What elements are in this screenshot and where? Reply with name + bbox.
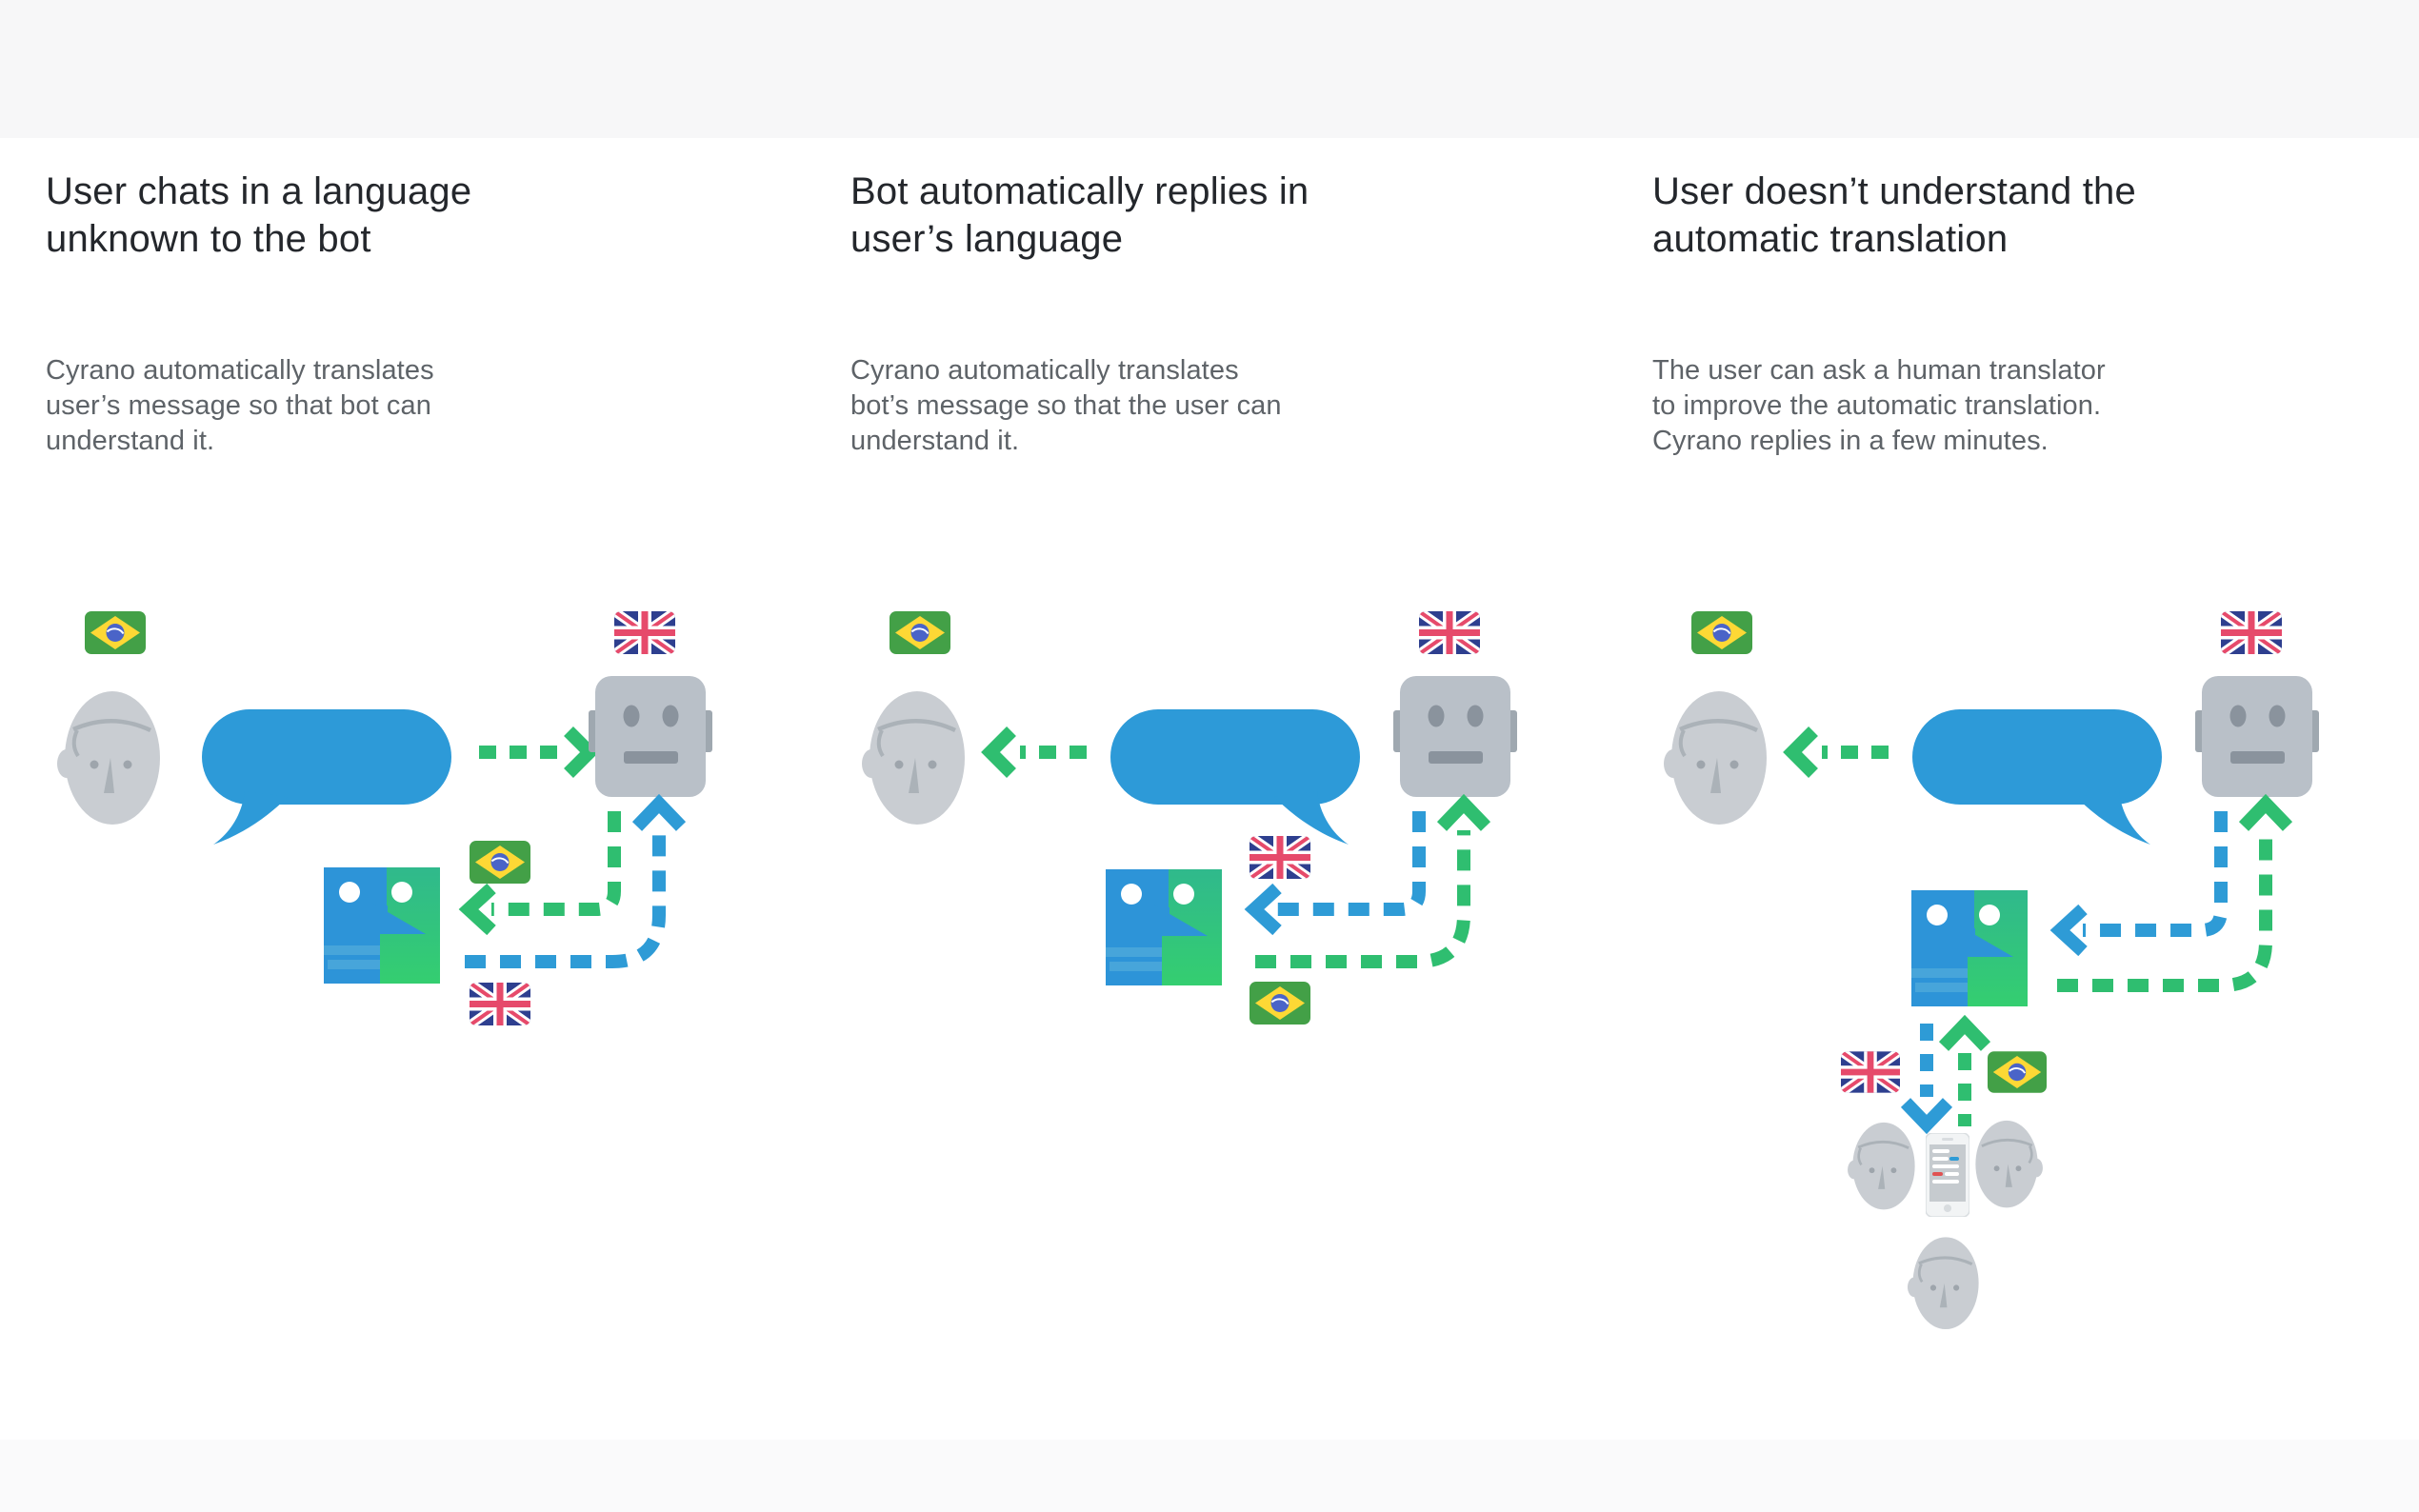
user-head-icon (862, 691, 965, 825)
green-arrow-up-head (2238, 793, 2293, 831)
brazil-flag-icon (1691, 611, 1752, 654)
brazil-flag-icon (85, 611, 146, 654)
column-bot-replies: Bot automatically replies in user’s lang… (850, 0, 1517, 1025)
green-arrow-left-head (1783, 726, 1818, 778)
column-heading: Bot automatically replies in user’s lang… (850, 170, 1309, 260)
green-path-to-bot (2057, 830, 2272, 992)
diagram-bot-to-user (850, 611, 1517, 1025)
column-body: Cyrano automatically translates user’s m… (46, 355, 434, 456)
chat-bubble-icon (202, 709, 451, 845)
cyrano-logo-icon (1106, 869, 1222, 985)
robot-icon (589, 676, 712, 797)
blue-arrow-left-head (1244, 883, 1282, 936)
brazil-flag-icon (890, 611, 950, 654)
blue-path-to-bot (465, 830, 666, 968)
uk-flag-icon (614, 611, 675, 654)
column-heading: User chats in a language unknown to the … (46, 170, 472, 260)
blue-arrow-up-head (631, 793, 687, 831)
blue-arrow-down-head (1900, 1098, 1953, 1135)
green-arrow-left-head (458, 883, 496, 936)
column-body: Cyrano automatically translates bot’s me… (850, 355, 1282, 456)
diagram-user-to-bot (46, 611, 712, 1038)
green-arrow-up-head (1938, 1014, 1991, 1051)
blue-path-to-cyrano (2083, 811, 2228, 937)
blue-arrow-left-head (2049, 904, 2088, 957)
chat-bubble-icon (1912, 709, 2162, 845)
cyrano-logo-icon (324, 867, 440, 984)
green-arrow-right-head (564, 726, 599, 778)
green-arrow-left-head (981, 726, 1016, 778)
green-arrow-up-head (1436, 793, 1491, 831)
chat-bubble-icon (1110, 709, 1360, 845)
uk-flag-icon (2221, 611, 2282, 654)
column-user-chats: User chats in a language unknown to the … (46, 0, 712, 459)
translator-head-icon (1974, 1119, 2043, 1209)
phone-icon (1926, 1133, 1969, 1217)
cyrano-logo-icon (1911, 890, 2028, 1006)
green-path-to-cyrano (491, 811, 621, 916)
translator-head-icon (1908, 1235, 1980, 1331)
robot-icon (1393, 676, 1517, 797)
brazil-flag-icon (470, 841, 530, 884)
bottom-band (0, 1440, 2419, 1512)
brazil-flag-icon (1988, 1051, 2047, 1093)
column-heading: User doesn’t understand the automatic tr… (1652, 170, 2136, 260)
top-band (0, 0, 2419, 138)
brazil-flag-icon (1249, 982, 1310, 1025)
user-head-icon (1664, 691, 1767, 825)
robot-icon (2195, 676, 2319, 797)
uk-flag-icon (1841, 1051, 1900, 1093)
uk-flag-icon (1249, 836, 1310, 879)
diagram-human-translation (1652, 611, 2319, 1331)
user-head-icon (57, 691, 160, 825)
column-body: The user can ask a human translator to i… (1652, 355, 2106, 456)
translator-head-icon (1848, 1121, 1916, 1211)
uk-flag-icon (1419, 611, 1480, 654)
blue-path-to-cyrano (1277, 811, 1426, 916)
uk-flag-icon (470, 983, 530, 1025)
column-human-translator: User doesn’t understand the automatic tr… (1652, 0, 2376, 1331)
